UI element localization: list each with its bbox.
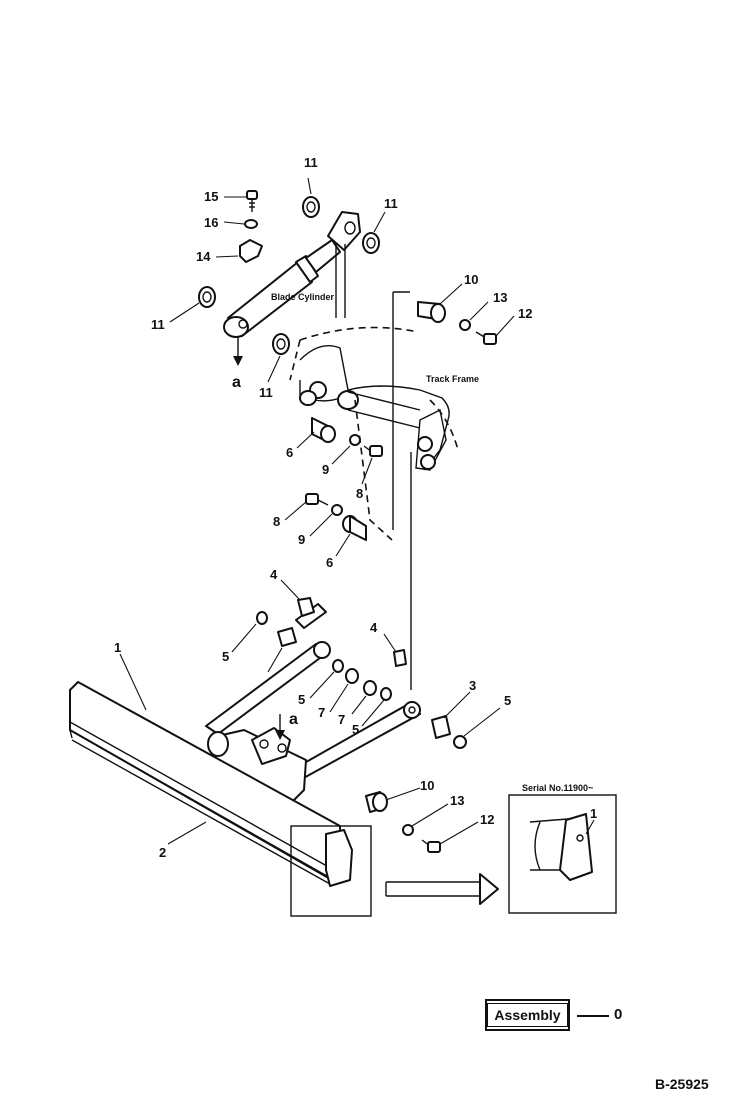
washer-16 bbox=[244, 219, 258, 229]
assembly-dash bbox=[577, 1015, 609, 1017]
washer-9-upper bbox=[349, 434, 361, 446]
bracket-4-a bbox=[297, 597, 315, 617]
callout-11-right: 11 bbox=[384, 196, 398, 211]
pin-6-upper bbox=[311, 417, 336, 443]
callout-12-lower: 12 bbox=[480, 812, 494, 827]
bolt-12-lower bbox=[421, 839, 441, 853]
blade bbox=[68, 681, 353, 887]
callout-5-b: 5 bbox=[298, 692, 305, 707]
callout-12-top: 12 bbox=[518, 306, 532, 321]
assembly-box: Assembly bbox=[485, 999, 570, 1031]
callout-7-a: 7 bbox=[318, 705, 325, 720]
washer-11-top bbox=[302, 196, 320, 218]
bolt-8-lower bbox=[305, 493, 329, 506]
callout-1: 1 bbox=[114, 640, 121, 655]
washer-11-right bbox=[362, 232, 380, 254]
callout-8-upper: 8 bbox=[356, 486, 363, 501]
callout-13-top: 13 bbox=[493, 290, 507, 305]
pin-6-lower bbox=[342, 515, 367, 541]
callout-5-a: 5 bbox=[222, 649, 229, 664]
callout-1-detail: 1 bbox=[590, 806, 597, 821]
bushing-3-a bbox=[277, 627, 297, 647]
washer-5-c bbox=[380, 687, 392, 701]
callout-10-lower: 10 bbox=[420, 778, 434, 793]
detail-inset bbox=[290, 794, 617, 917]
callout-11-top: 11 bbox=[304, 155, 318, 170]
callout-5-c: 5 bbox=[352, 722, 359, 737]
nut-13-top bbox=[459, 319, 471, 331]
washer-5-b bbox=[332, 659, 344, 673]
callout-16: 16 bbox=[204, 215, 218, 230]
detail-arrow bbox=[385, 873, 499, 905]
leader-lines bbox=[119, 177, 595, 845]
bolt-12-top bbox=[475, 331, 497, 345]
blade-cylinder bbox=[223, 211, 361, 338]
serial-label: Serial No.11900~ bbox=[522, 783, 593, 793]
callout-10-top: 10 bbox=[464, 272, 478, 287]
view-a-bottom: a bbox=[289, 711, 298, 728]
washer-11-left bbox=[198, 286, 216, 308]
callout-13-lower: 13 bbox=[450, 793, 464, 808]
callout-11-left: 11 bbox=[151, 317, 165, 332]
callout-4-b: 4 bbox=[370, 620, 378, 635]
callout-6-upper: 6 bbox=[286, 445, 293, 460]
nut-13-lower bbox=[402, 824, 414, 836]
callout-2: 2 bbox=[159, 845, 166, 860]
pin-10-top bbox=[417, 301, 446, 323]
callout-15: 15 bbox=[204, 189, 218, 204]
washer-5-d bbox=[453, 735, 467, 749]
callout-14: 14 bbox=[196, 249, 211, 264]
callout-11-lower: 11 bbox=[259, 385, 273, 400]
track-frame bbox=[299, 326, 459, 471]
callout-7-b: 7 bbox=[338, 712, 345, 727]
blade-frame bbox=[205, 603, 421, 813]
callout-4-a: 4 bbox=[270, 567, 278, 582]
track-frame-label: Track Frame bbox=[426, 374, 479, 384]
bushing-3-b bbox=[431, 715, 451, 739]
assembly-label: Assembly bbox=[487, 1003, 568, 1027]
callout-6-lower: 6 bbox=[326, 555, 333, 570]
blade-cylinder-label: Blade Cylinder bbox=[271, 292, 335, 302]
callout-3-b: 3 bbox=[469, 678, 476, 693]
bolt-15 bbox=[246, 190, 258, 212]
washer-5-a bbox=[256, 611, 268, 625]
callout-5-d: 5 bbox=[504, 693, 511, 708]
bolt-8-upper bbox=[363, 445, 383, 457]
washer-11-lower bbox=[272, 333, 290, 355]
view-a-top: a bbox=[232, 374, 241, 391]
washer-9-lower bbox=[331, 504, 343, 516]
washer-7-a bbox=[345, 668, 359, 684]
callout-9-lower: 9 bbox=[298, 532, 305, 547]
bracket-14 bbox=[239, 239, 263, 263]
bracket-4-b bbox=[393, 649, 407, 667]
drawing-number: B-25925 bbox=[655, 1076, 709, 1092]
pin-10-lower bbox=[365, 791, 388, 813]
callout-8-lower: 8 bbox=[273, 514, 280, 529]
callout-9-upper: 9 bbox=[322, 462, 329, 477]
assembly-quantity: 0 bbox=[614, 1006, 623, 1023]
washer-7-b bbox=[363, 680, 377, 696]
